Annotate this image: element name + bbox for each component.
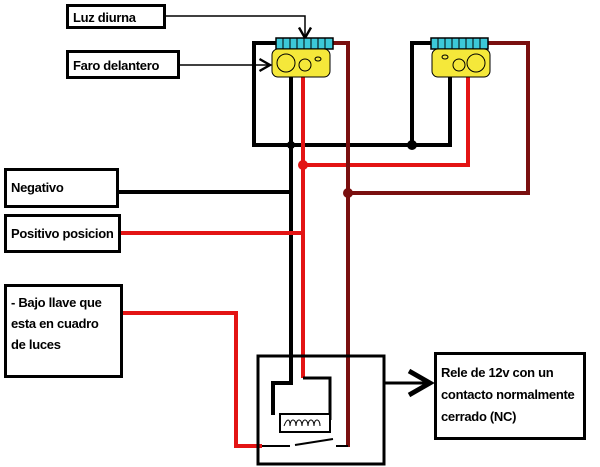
luz-diurna-pointer — [165, 15, 313, 41]
right-headlight — [430, 37, 491, 78]
junction-dot — [287, 141, 295, 149]
label-luz-diurna: Luz diurna — [66, 4, 166, 29]
label-rele: Rele de 12v con un contacto normalmente … — [434, 352, 586, 440]
junction-dot — [343, 188, 353, 198]
label-positivo-posicion: Positivo posicion — [4, 214, 121, 253]
left-headlight — [271, 37, 334, 78]
negative-wires — [118, 41, 452, 415]
label-faro-delantero: Faro delantero — [66, 50, 180, 79]
daylight-wires — [333, 41, 530, 447]
position-wires — [120, 72, 470, 448]
junction-dot — [407, 140, 417, 150]
label-negativo: Negativo — [4, 168, 119, 208]
label-bajo-llave: - Bajo llave que esta en cuadro de luces — [4, 284, 123, 378]
junction-dot — [298, 160, 308, 170]
relay — [256, 354, 435, 466]
